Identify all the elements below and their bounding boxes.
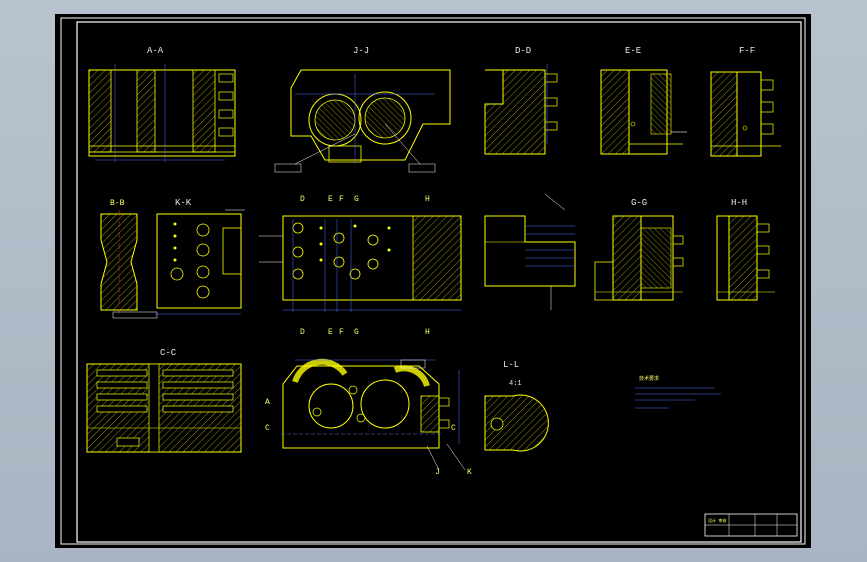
view-ff: F-F [710,46,781,157]
view-kk-label: K-K [175,198,192,208]
marker-g-bottom: G [354,328,359,337]
marker-c-right: C [451,424,456,433]
view-ee-label: E-E [625,46,641,56]
view-gg: G-G [594,198,684,301]
marker-f-bottom: F [339,328,344,337]
view-step [484,193,576,310]
drawing-sheet: A-A J-J D-D [60,17,806,545]
view-dd: D-D [484,46,558,155]
outer-border [60,17,806,545]
marker-f-top: F [339,195,344,204]
marker-h-top: H [425,195,430,204]
view-hh: H-H [716,198,775,301]
view-aa: A-A [88,46,236,162]
cad-drawing-canvas: A-A J-J D-D [55,14,811,548]
view-bb-label: B-B [110,199,125,208]
view-jj-label: J-J [353,46,369,56]
view-aa-label: A-A [147,46,164,56]
marker-h-bottom: H [425,328,430,337]
marker-c: C [265,424,270,433]
view-jj: J-J [274,46,451,173]
view-ff-label: F-F [739,46,755,56]
view-ll-scale: 4:1 [509,380,522,388]
marker-e-bottom: E [328,328,333,337]
marker-j: J [435,468,440,477]
marker-g-top: G [354,195,359,204]
marker-k: K [467,468,472,477]
view-kk: K-K [155,198,245,315]
view-bb: B-B [100,199,158,319]
title-block: 设计 审核 [704,513,798,537]
view-gg-label: G-G [631,198,647,208]
view-cc-label: C-C [160,348,177,358]
view-ll: L-L 4:1 [484,360,549,452]
marker-a: A [265,398,270,407]
inner-border [76,21,802,543]
view-plan: D E F G H D E F G H [259,195,462,337]
view-ee: E-E [600,46,687,155]
tech-requirements-title: 技术要求 [639,375,659,382]
view-main-plan: A C C J K [265,358,472,477]
title-block-text: 设计 审核 [708,517,726,524]
marker-d-bottom: D [300,328,305,337]
view-ll-label: L-L [503,360,519,370]
view-hh-label: H-H [731,198,747,208]
view-cc: C-C [86,348,242,453]
view-dd-label: D-D [515,46,531,56]
tech-notes: 技术要求 [635,375,721,409]
marker-d-top: D [300,195,305,204]
marker-e-top: E [328,195,333,204]
